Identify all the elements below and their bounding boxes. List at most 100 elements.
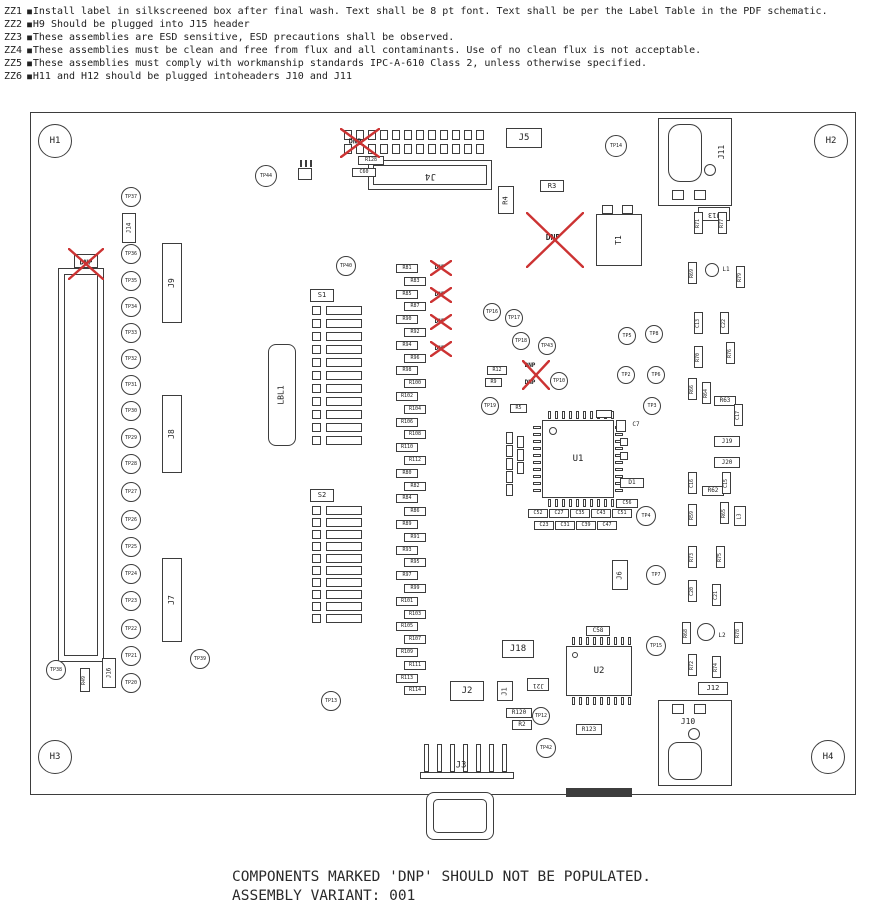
pcb-feature <box>433 799 487 833</box>
pin <box>326 306 362 315</box>
r106-component: R106 <box>396 418 418 427</box>
note-id: ZZ5 <box>4 58 23 69</box>
pin <box>312 566 321 575</box>
h3-mounting-hole: H3 <box>38 740 72 774</box>
pin <box>380 144 388 154</box>
c60-component: C60 <box>352 168 376 177</box>
r78-component: R78 <box>734 622 743 644</box>
r77-component: R77 <box>718 212 727 234</box>
tp8-testpoint: TP8 <box>645 325 663 343</box>
tp20-testpoint: TP20 <box>121 673 141 693</box>
pin <box>312 345 321 354</box>
j19-component: J19 <box>714 436 740 447</box>
tp4-testpoint: TP4 <box>636 506 656 526</box>
pin <box>424 744 429 772</box>
pin <box>533 447 541 450</box>
pin <box>404 144 412 154</box>
note-zz1: ZZ1■Install label in silkscreened box af… <box>4 5 828 18</box>
tp31-testpoint: TP31 <box>121 375 141 395</box>
r2-component: R2 <box>512 720 532 730</box>
l3-component: L3 <box>734 506 746 526</box>
pin <box>562 499 565 507</box>
assembly-variant-text: ASSEMBLY VARIANT: 001 <box>232 888 416 904</box>
c21-component: C21 <box>712 584 721 606</box>
pcb-feature <box>620 438 628 446</box>
pcb-feature <box>420 772 514 779</box>
c31-component: C31 <box>555 521 575 530</box>
r81-component: R81 <box>396 264 418 273</box>
dnp-x-icon <box>67 247 105 281</box>
pin <box>502 744 507 772</box>
pin <box>463 744 468 772</box>
pcb-feature <box>622 205 633 214</box>
pin <box>312 319 321 328</box>
pin <box>533 433 541 436</box>
pin <box>356 130 364 140</box>
tp17-testpoint: TP17 <box>505 309 523 327</box>
tp40-testpoint: TP40 <box>336 256 356 276</box>
r82-component: R82 <box>404 482 426 491</box>
pin <box>506 471 513 483</box>
pin <box>615 433 623 436</box>
pin <box>579 637 582 645</box>
r110-component: R110 <box>396 443 418 452</box>
r66-component: R66 <box>688 378 697 400</box>
tp25-testpoint: TP25 <box>121 537 141 557</box>
lbl1-component: LBL1 <box>268 344 296 446</box>
r113-component: R113 <box>396 674 418 683</box>
j5-component: J5 <box>506 128 542 148</box>
pin <box>326 397 362 406</box>
c7-component: C7 <box>632 421 640 428</box>
note-id: ZZ6 <box>4 71 23 82</box>
tp24-testpoint: TP24 <box>121 564 141 584</box>
pin <box>604 499 607 507</box>
r5-component: R5 <box>510 404 527 413</box>
pcb-feature <box>694 190 706 200</box>
pin <box>312 358 321 367</box>
j1-component: J1 <box>497 681 513 701</box>
r87-component: R87 <box>404 302 426 311</box>
note-id: ZZ1 <box>4 6 23 17</box>
d1-component: D1 <box>620 478 644 488</box>
pcb-pad <box>688 728 700 740</box>
note-text: These assemblies are ESD sensitive, ESD … <box>32 32 455 43</box>
pin <box>517 449 524 461</box>
pcb-pad <box>705 263 719 277</box>
dnp-label: DNP <box>524 362 536 369</box>
c16-component: C16 <box>688 472 697 494</box>
pin <box>576 499 579 507</box>
pin <box>440 144 448 154</box>
pin <box>586 697 589 705</box>
pin <box>326 542 362 551</box>
pin <box>452 130 460 140</box>
r97-component: R97 <box>396 571 418 580</box>
note-bullet-icon: ■ <box>27 20 32 29</box>
r72-component: R72 <box>688 654 697 676</box>
pin <box>326 590 362 599</box>
tp44-testpoint: TP44 <box>255 165 277 187</box>
r107-component: R107 <box>404 635 426 644</box>
r79-component: R79 <box>736 266 745 288</box>
pin <box>533 475 541 478</box>
pin <box>312 542 321 551</box>
pin <box>533 468 541 471</box>
r73-component: R73 <box>688 546 697 568</box>
r112-component: R112 <box>404 456 426 465</box>
r114-component: R114 <box>404 686 426 695</box>
tp23-testpoint: TP23 <box>121 591 141 611</box>
pin <box>326 319 362 328</box>
pin <box>489 744 494 772</box>
r80-component: R80 <box>396 469 418 478</box>
r64-component: R64 <box>702 382 711 404</box>
tp15-testpoint: TP15 <box>646 636 666 656</box>
pcb-feature <box>694 704 706 714</box>
tp38-testpoint: TP38 <box>46 660 66 680</box>
j11-component: J11 <box>717 144 726 160</box>
note-zz4: ZZ4■These assemblies must be clean and f… <box>4 44 828 57</box>
r91-component: R91 <box>404 533 426 542</box>
c22-component: C22 <box>720 312 729 334</box>
pin <box>615 489 623 492</box>
pin <box>583 499 586 507</box>
pin <box>506 445 513 457</box>
dnp-x-icon <box>429 340 453 358</box>
